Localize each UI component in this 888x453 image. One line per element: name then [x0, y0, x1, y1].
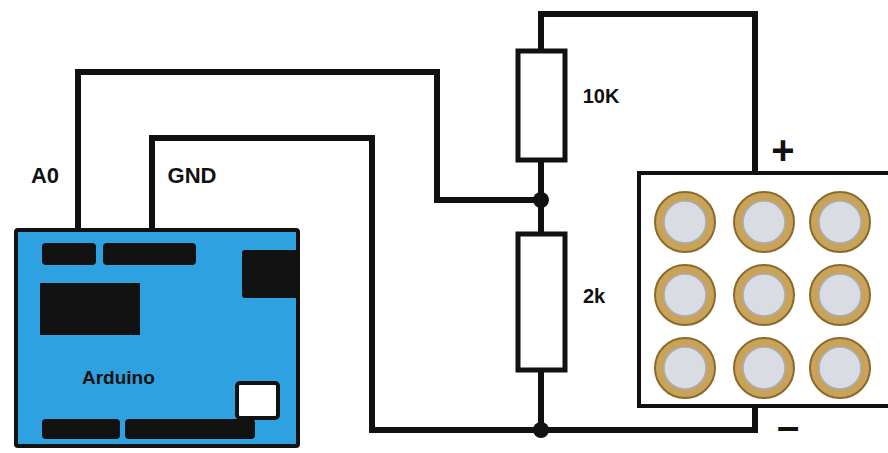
- resistor-symbol: [518, 234, 565, 370]
- pin-header: [125, 419, 255, 439]
- piezo-array: [655, 192, 870, 398]
- pin-header: [42, 419, 120, 439]
- arduino-board: Arduino: [14, 228, 300, 448]
- resistor-symbol: [518, 51, 565, 160]
- piezo-disc: [734, 192, 794, 252]
- piezo-disc-center: [819, 347, 861, 389]
- polarity-mark: +: [771, 130, 794, 170]
- junction-wire: [538, 370, 544, 430]
- resistor-value: 10K: [583, 86, 620, 106]
- usb-jack: [242, 250, 298, 298]
- resistor-value: 2k: [583, 286, 605, 306]
- polarity-mark: –: [777, 406, 799, 446]
- piezo-disc: [810, 338, 870, 398]
- reset-button: [237, 383, 278, 418]
- piezo-disc: [810, 265, 870, 325]
- piezo-disc-center: [819, 201, 861, 243]
- board-name: Arduino: [82, 368, 155, 387]
- piezo-disc-center: [664, 201, 706, 243]
- piezo-disc-center: [819, 274, 861, 316]
- piezo-disc: [655, 338, 715, 398]
- piezo-disc: [734, 265, 794, 325]
- piezo-disc-center: [743, 347, 785, 389]
- pin-header: [42, 243, 96, 265]
- a0-wire: [78, 72, 541, 246]
- piezo-disc-center: [664, 274, 706, 316]
- piezo-disc: [655, 192, 715, 252]
- chip: [40, 283, 140, 335]
- pin-header: [103, 243, 196, 265]
- pin-name: A0: [31, 165, 59, 187]
- piezo-panel: [639, 173, 888, 406]
- junction-dot: [533, 422, 549, 438]
- piezo-disc-center: [743, 201, 785, 243]
- piezo-disc-center: [664, 347, 706, 389]
- board-details: [14, 228, 300, 448]
- junction-dot: [533, 192, 549, 208]
- piezo-disc: [734, 338, 794, 398]
- supply-wire: [541, 14, 755, 172]
- pin-name: GND: [168, 165, 217, 187]
- piezo-disc: [810, 192, 870, 252]
- piezo-disc: [655, 265, 715, 325]
- piezo-disc-center: [743, 274, 785, 316]
